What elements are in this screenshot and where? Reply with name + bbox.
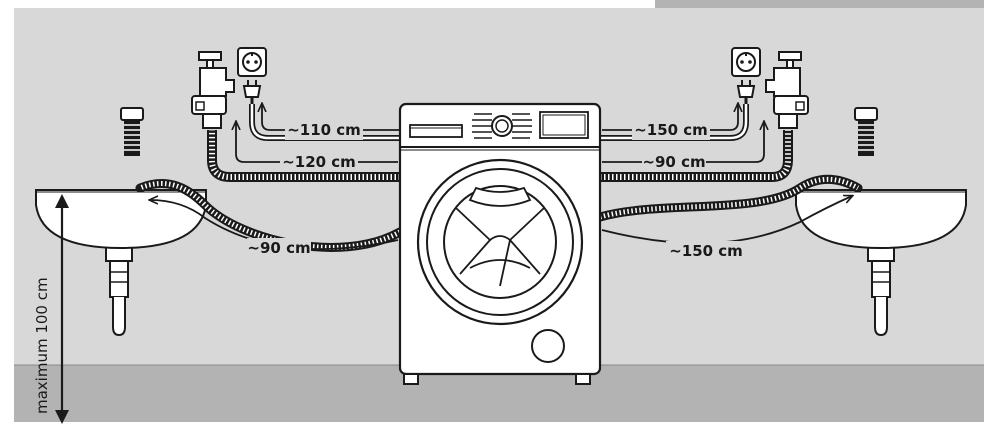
right-drain-hose — [595, 174, 863, 222]
dimension-lines — [150, 104, 852, 251]
left-power-cord — [249, 104, 400, 141]
right-inlet-hose — [600, 130, 793, 182]
right-socket-distance-label: ~150 cm — [634, 121, 708, 139]
right-tap-distance-label: ~90 cm — [642, 153, 705, 171]
left-drain-distance-label: ~90 cm — [247, 239, 310, 257]
filter-hatch — [531, 329, 565, 363]
washing-machine — [398, 102, 602, 385]
left-tap-distance-label: ~120 cm — [282, 153, 356, 171]
control-panel — [409, 111, 589, 139]
drum-door — [416, 158, 584, 326]
right-water-tap — [765, 51, 809, 129]
left-socket-distance-label: ~110 cm — [287, 121, 361, 139]
right-power-cord — [600, 104, 749, 141]
left-power-socket — [237, 47, 267, 77]
right-sink — [795, 189, 967, 337]
left-water-tap — [191, 51, 235, 129]
max-height-indicator — [55, 194, 69, 424]
left-sink — [35, 189, 207, 337]
right-power-plug — [736, 80, 756, 104]
right-drain-distance-label: ~150 cm — [669, 242, 743, 260]
left-wall-bolt — [120, 107, 144, 156]
wall-corner-strip — [655, 0, 984, 8]
right-wall-bolt — [854, 107, 878, 156]
right-power-socket — [731, 47, 761, 77]
label-backgrounds — [247, 120, 746, 261]
machine-foot-left — [403, 373, 419, 385]
machine-foot-right — [575, 373, 591, 385]
left-drain-hose — [135, 179, 405, 252]
left-power-plug — [242, 80, 262, 104]
left-inlet-hose — [207, 130, 400, 182]
max-height-label: maximum 100 cm — [33, 277, 51, 414]
